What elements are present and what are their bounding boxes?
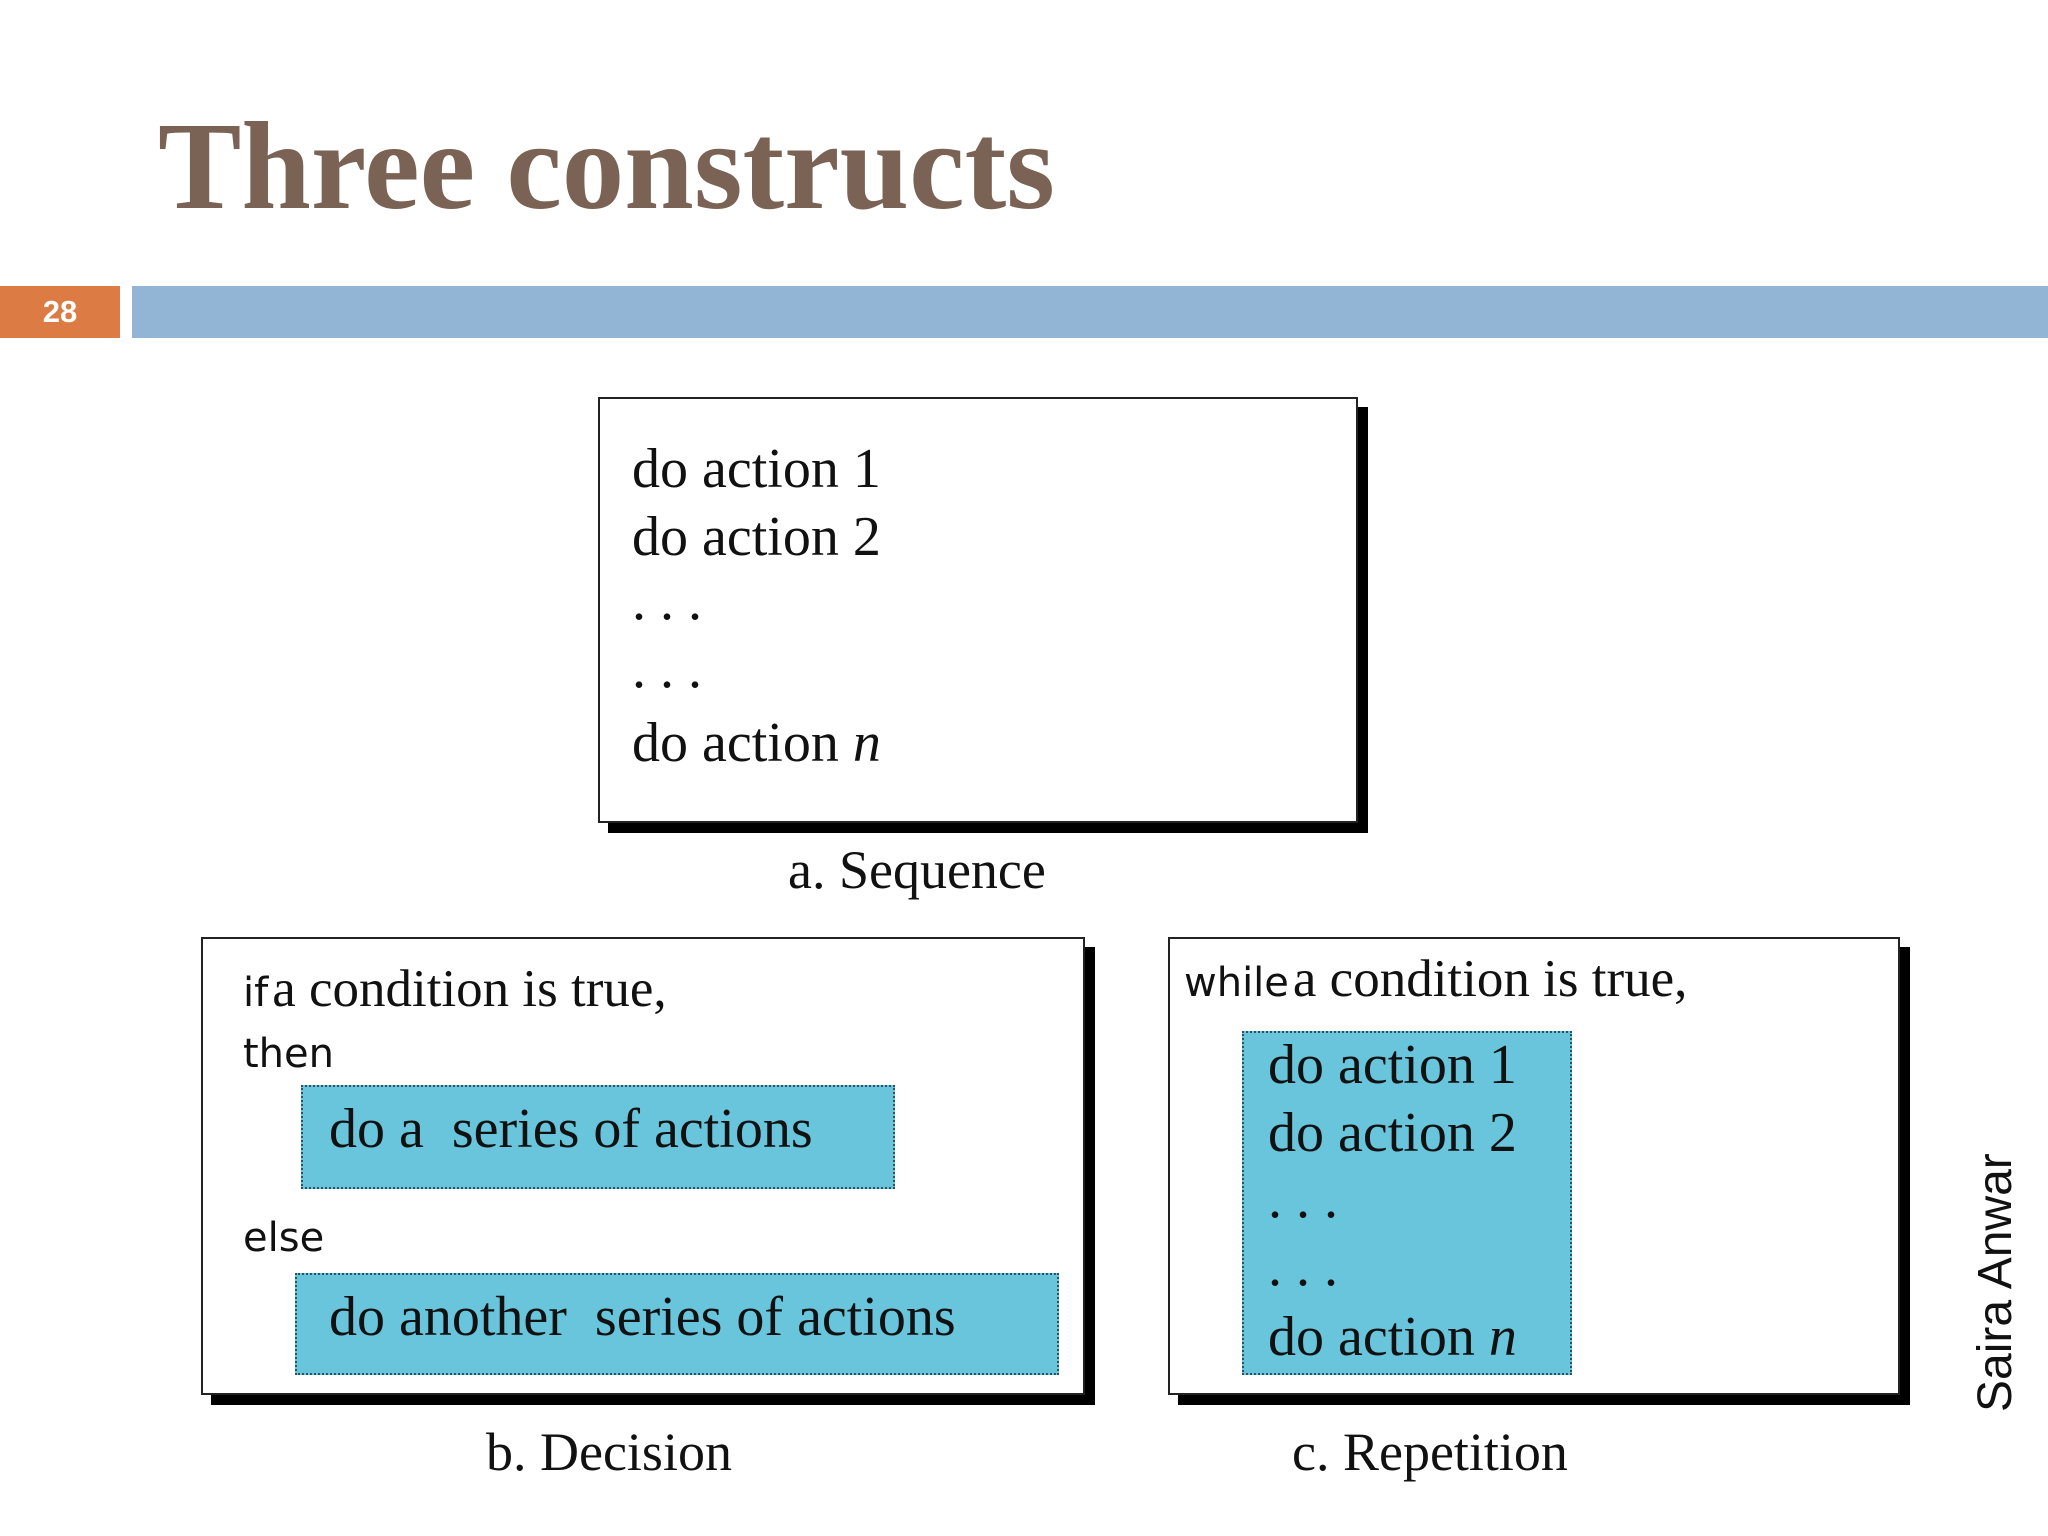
repetition-box: while a condition is true, do action 1 d… (1168, 937, 1900, 1395)
while-keyword: while (1184, 960, 1289, 1006)
page-number-badge: 28 (0, 286, 120, 338)
then-action-text: do a series of actions (329, 1098, 813, 1160)
loop-ellipsis-1: . . . (1268, 1168, 1338, 1230)
loop-line-n: do action n (1268, 1305, 1517, 1369)
sequence-ellipsis-2: . . . (632, 638, 702, 700)
repetition-condition: a condition is true, (1292, 950, 1688, 1008)
decision-caption: b. Decision (486, 1422, 732, 1482)
slide-title: Three constructs (158, 98, 1055, 236)
sequence-n-variable: n (852, 712, 881, 774)
decision-box: if a condition is true, then do a series… (201, 937, 1085, 1395)
sequence-caption: a. Sequence (788, 840, 1046, 900)
decision-condition-line: if a condition is true, (243, 959, 667, 1019)
loop-body-block: do action 1 do action 2 . . . . . . do a… (1242, 1031, 1572, 1375)
sequence-line-n-text: do action (632, 712, 853, 774)
then-keyword: then (243, 1031, 334, 1077)
loop-ellipsis-2: . . . (1268, 1236, 1338, 1298)
loop-line-1: do action 1 (1268, 1034, 1517, 1096)
else-keyword: else (243, 1215, 325, 1261)
sequence-line-2: do action 2 (632, 506, 881, 568)
decision-condition: a condition is true, (272, 960, 667, 1018)
else-action-block: do another series of actions (295, 1273, 1059, 1375)
if-keyword: if (243, 970, 269, 1016)
sequence-line-n: do action n (632, 711, 881, 775)
repetition-condition-line: while a condition is true, (1184, 949, 1687, 1009)
author-credit: Saira Anwar (1969, 1153, 2022, 1412)
else-action-text: do another series of actions (329, 1286, 956, 1348)
repetition-caption: c. Repetition (1292, 1422, 1568, 1482)
sequence-ellipsis-1: . . . (632, 570, 702, 632)
loop-line-n-text: do action (1268, 1306, 1489, 1368)
loop-line-2: do action 2 (1268, 1102, 1517, 1164)
sequence-box: do action 1 do action 2 . . . . . . do a… (598, 397, 1358, 823)
title-bar (132, 286, 2048, 338)
sequence-line-1: do action 1 (632, 438, 881, 500)
then-action-block: do a series of actions (301, 1085, 895, 1189)
loop-n-variable: n (1488, 1306, 1517, 1368)
